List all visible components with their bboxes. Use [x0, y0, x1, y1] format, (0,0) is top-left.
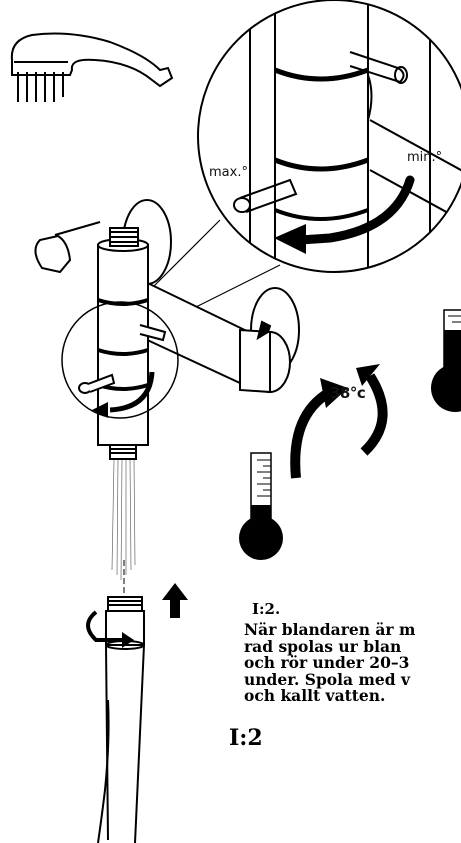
instruction-line: och kallt vatten.: [244, 686, 386, 705]
instruction-line: och rör under 20–3: [244, 653, 410, 672]
thermometer-icon: [239, 452, 283, 560]
min-label: min.°: [407, 150, 443, 165]
detail-magnifier-circle: [197, 0, 461, 273]
instruction-text: När blandaren är m rad spolas ur blan oc…: [244, 622, 461, 705]
step-number-large: I:2: [229, 725, 263, 751]
rotation-arrow-icon: [109, 371, 155, 413]
up-arrow-icon: [162, 583, 188, 618]
rotation-arrow-icon: [290, 387, 333, 479]
instruction-line: rad spolas ur blan: [244, 636, 402, 656]
hand-shower-illustration: [10, 32, 174, 102]
temperature-label: 38°c: [330, 384, 366, 402]
instruction-line: När blandaren är m: [244, 622, 416, 639]
tap-assembly-illustration: [34, 199, 300, 460]
hose-illustration: [97, 596, 145, 843]
max-label: max.°: [209, 165, 248, 180]
rotation-arrow-icon: [360, 373, 388, 456]
instruction-line: under. Spola med v: [244, 669, 410, 689]
rotation-arrow-icon: [86, 610, 124, 642]
rotation-arrow-icon: [295, 175, 415, 245]
step-number-small: I:2.: [252, 600, 281, 618]
thermometer-icon: [431, 309, 461, 412]
